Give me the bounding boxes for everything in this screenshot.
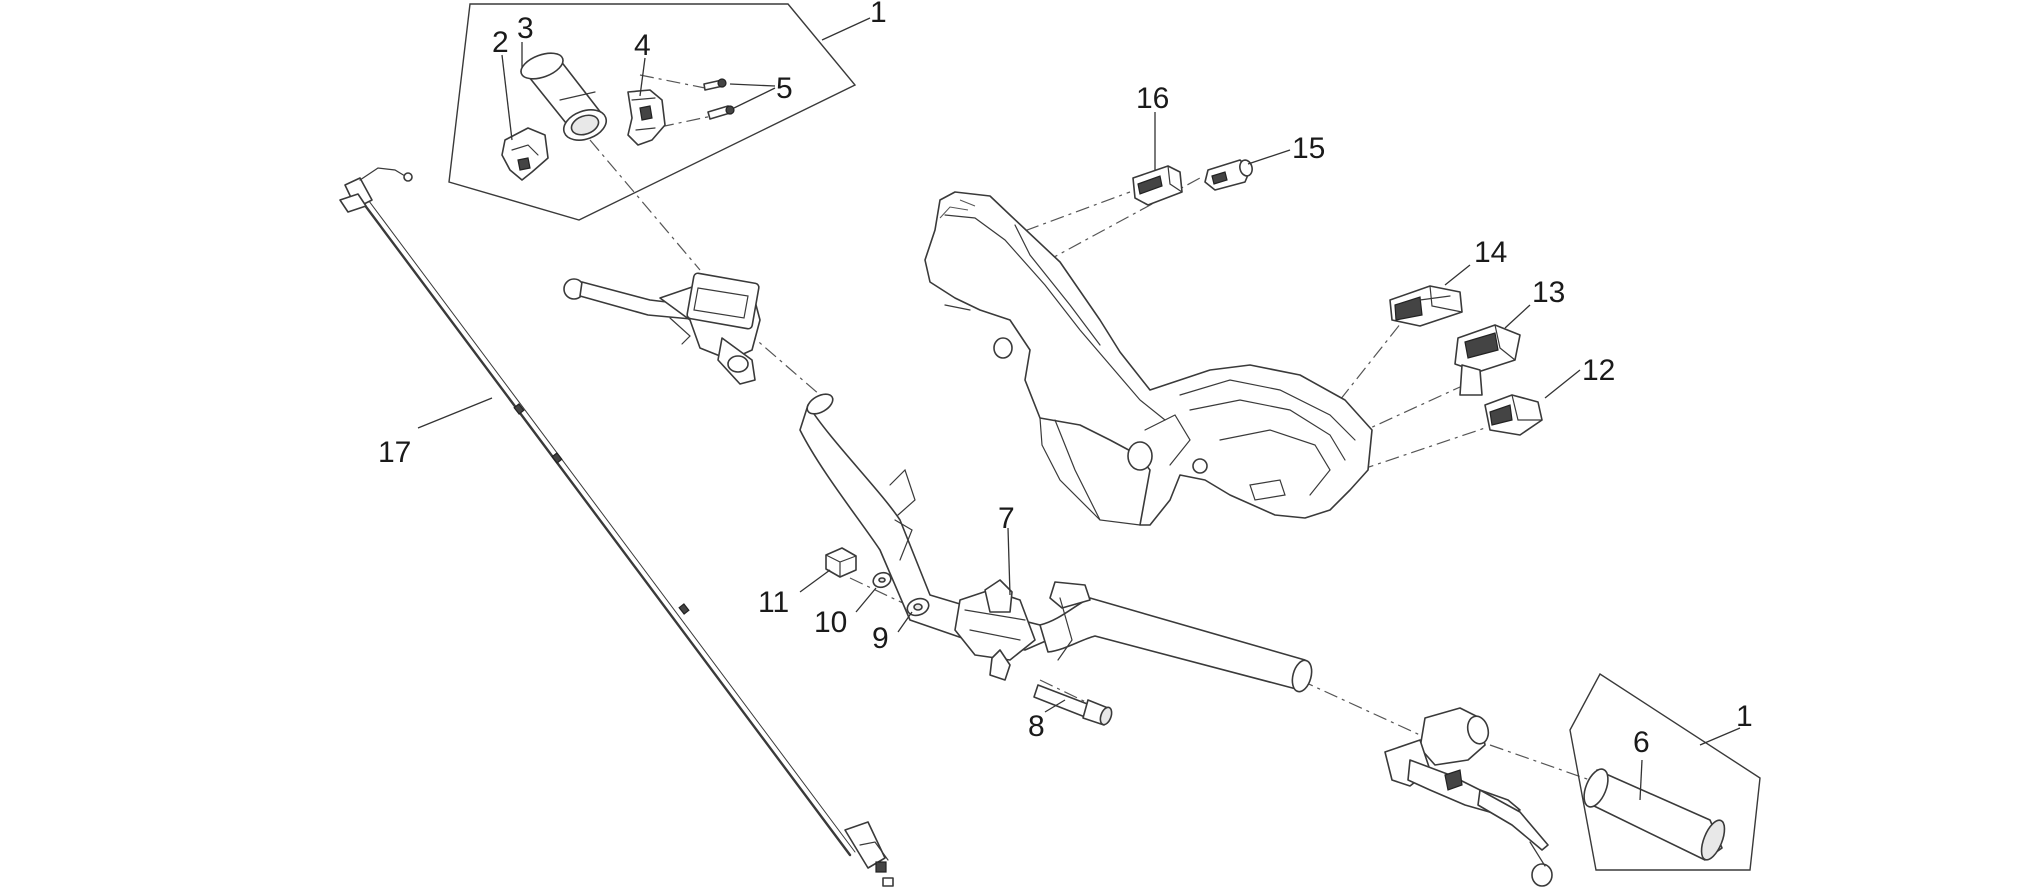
leader-lines (417, 17, 1741, 801)
handlebar-bolt (1033, 684, 1113, 726)
callout-6: 6 (1633, 726, 1650, 759)
left-brake-lever (563, 272, 761, 385)
right-grip (1583, 768, 1726, 861)
callout-14: 14 (1474, 236, 1507, 269)
callout-8: 8 (1028, 710, 1045, 743)
throttle-cable (339, 167, 894, 887)
callout-10: 10 (814, 606, 847, 639)
washer-9 (906, 597, 930, 617)
right-grip-kit-outline (1569, 672, 1761, 871)
callout-4: 4 (634, 29, 651, 62)
nut-11 (825, 547, 857, 578)
handlebar-cover (924, 191, 1373, 526)
callout-7: 7 (998, 502, 1015, 535)
throttle-cover (627, 89, 666, 146)
callout-12: 12 (1582, 354, 1615, 387)
right-brake-lever (1384, 707, 1553, 887)
cover-screws (703, 78, 735, 120)
callout-5: 5 (776, 72, 793, 105)
callout-1-left-kit: 1 (870, 0, 887, 29)
callout-16: 16 (1136, 82, 1169, 115)
callout-3: 3 (517, 12, 534, 45)
callout-9: 9 (872, 622, 889, 655)
callout-2: 2 (492, 26, 509, 59)
washer-10 (872, 571, 892, 589)
callout-13: 13 (1532, 276, 1565, 309)
switch-15 (1204, 159, 1253, 191)
callout-15: 15 (1292, 132, 1325, 165)
throttle-grip (520, 52, 608, 141)
callout-17: 17 (378, 436, 411, 469)
switch-13 (1454, 324, 1521, 396)
left-grip-kit-outline (448, 3, 857, 221)
switch-14 (1389, 285, 1463, 327)
assembly-centerlines (589, 74, 1591, 781)
switch-16 (1132, 165, 1183, 206)
throttle-housing-clamp (501, 127, 549, 181)
switch-12 (1484, 394, 1543, 436)
callout-1-right-kit: 1 (1736, 700, 1753, 733)
callout-11: 11 (758, 586, 789, 619)
callout-labels: 1 2 3 4 5 6 7 8 9 10 11 12 13 14 15 16 1… (378, 0, 1753, 759)
